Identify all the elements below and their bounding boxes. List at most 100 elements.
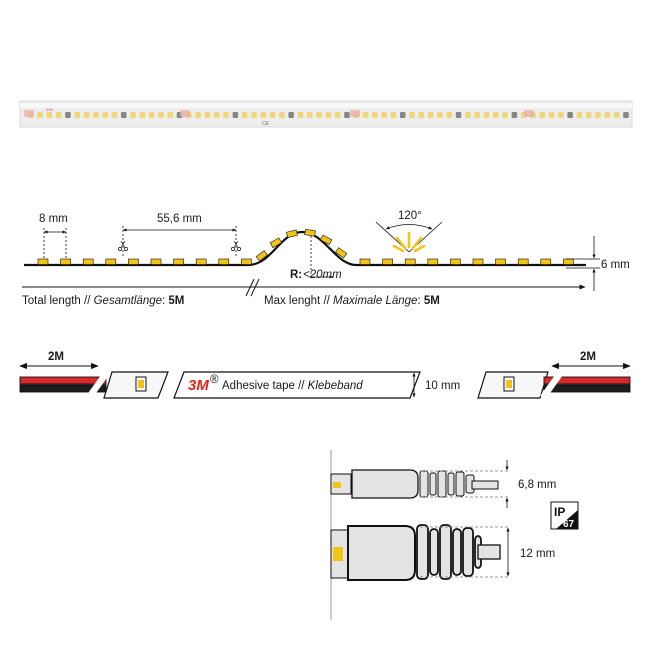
profile-led [105, 258, 117, 265]
profile-led [255, 250, 268, 262]
photo-led [232, 112, 239, 118]
voltage-marking: 24V [46, 107, 53, 112]
photo-led [260, 112, 266, 118]
large-cable [477, 544, 501, 560]
scissors-icon [231, 240, 241, 251]
profile-led [427, 258, 439, 265]
connector-rib [462, 527, 474, 577]
ip-prefix: IP [554, 505, 565, 519]
height-dimension: 6 mm [566, 236, 630, 291]
profile-led [404, 258, 416, 265]
photo-pad [350, 110, 360, 117]
connector-rib [429, 472, 437, 496]
photo-led [334, 112, 341, 118]
photo-led [139, 112, 146, 118]
photo-led [623, 112, 629, 118]
photo-led [465, 112, 471, 118]
photo-led [437, 112, 443, 118]
photo-led [418, 112, 425, 118]
photo-led [362, 112, 369, 118]
connector-detail: 6,8 mm 12 mm IP 67 [330, 450, 579, 620]
photo-led [74, 112, 80, 118]
photo-led [474, 112, 480, 118]
profile-led [37, 258, 49, 265]
photo-led [558, 112, 564, 118]
large-diameter-label: 12 mm [520, 548, 555, 560]
photo-led [539, 112, 545, 118]
adhesive-tape [173, 371, 421, 399]
connector-rib [437, 470, 447, 498]
photo-led [567, 112, 573, 118]
bend-radius-label: R: [290, 269, 302, 281]
photo-led [251, 112, 257, 118]
small-diameter-label: 6,8 mm [518, 479, 556, 491]
photo-led [548, 112, 555, 118]
photo-pad [24, 110, 34, 117]
photo-led [204, 112, 211, 118]
profile-led [269, 237, 282, 249]
black-wire [19, 384, 107, 393]
photo-led [586, 112, 592, 118]
profile-led [517, 258, 529, 265]
left-wire-length-label: 2M [48, 351, 64, 363]
ip67-badge: IP 67 [550, 501, 579, 530]
profile-led [173, 258, 184, 265]
photo-led [483, 112, 490, 118]
photo-led [325, 112, 332, 118]
photo-led [427, 112, 434, 118]
cut-segment-dimension: 55,6 mm [118, 213, 241, 258]
photo-led [595, 112, 601, 118]
length-arrow [22, 278, 586, 297]
profile-led [60, 258, 71, 265]
photo-led [111, 112, 118, 118]
beam-angle-label: 120° [398, 210, 422, 222]
profile-led [382, 258, 393, 265]
registered-mark: ® [210, 374, 219, 386]
tape-label: Adhesive tape // Klebeband [222, 380, 363, 392]
led-chip [138, 380, 144, 388]
photo-led [121, 112, 127, 118]
photo-led [390, 112, 397, 118]
photo-led [288, 112, 294, 118]
photo-led [493, 112, 499, 118]
photo-led [604, 112, 611, 118]
profile-led [150, 258, 162, 265]
profile-led [320, 234, 333, 245]
photo-led [279, 112, 285, 118]
photo-led [307, 112, 313, 118]
photo-led [83, 112, 90, 118]
photo-led [316, 112, 322, 118]
led-spacing-label: 8 mm [39, 213, 68, 225]
connector-rib [439, 524, 452, 580]
photo-led [372, 112, 378, 118]
profile-led [128, 258, 139, 265]
photo-led [37, 112, 43, 118]
profile-led [359, 258, 371, 265]
photo-led [400, 112, 406, 118]
photo-led [455, 112, 462, 118]
red-wire [19, 376, 107, 385]
brand-logo: 3M [188, 377, 209, 394]
profile-led [286, 229, 298, 238]
photo-led [223, 112, 229, 118]
bend-radius-value: <20mm [303, 269, 342, 281]
strip-side-profile [24, 228, 586, 267]
photo-led [167, 112, 173, 118]
photo-led [409, 112, 415, 118]
photo-pad [180, 110, 190, 117]
photo-led [269, 112, 276, 118]
red-wire [543, 376, 631, 385]
photo-led [158, 112, 164, 118]
photo-led [214, 112, 220, 118]
photo-led [102, 112, 108, 118]
scissors-icon [118, 240, 128, 251]
led-spacing-dimension: 8 mm [39, 213, 68, 258]
profile-led [304, 228, 316, 237]
connector-rib [455, 471, 465, 497]
bend-radius-dimension: R: <20mm [290, 236, 342, 281]
profile-led [450, 258, 461, 265]
photo-led [55, 112, 62, 118]
connector-rib [419, 470, 429, 498]
max-length-text: Max lenght // Maximale Länge: 5M [264, 295, 440, 307]
